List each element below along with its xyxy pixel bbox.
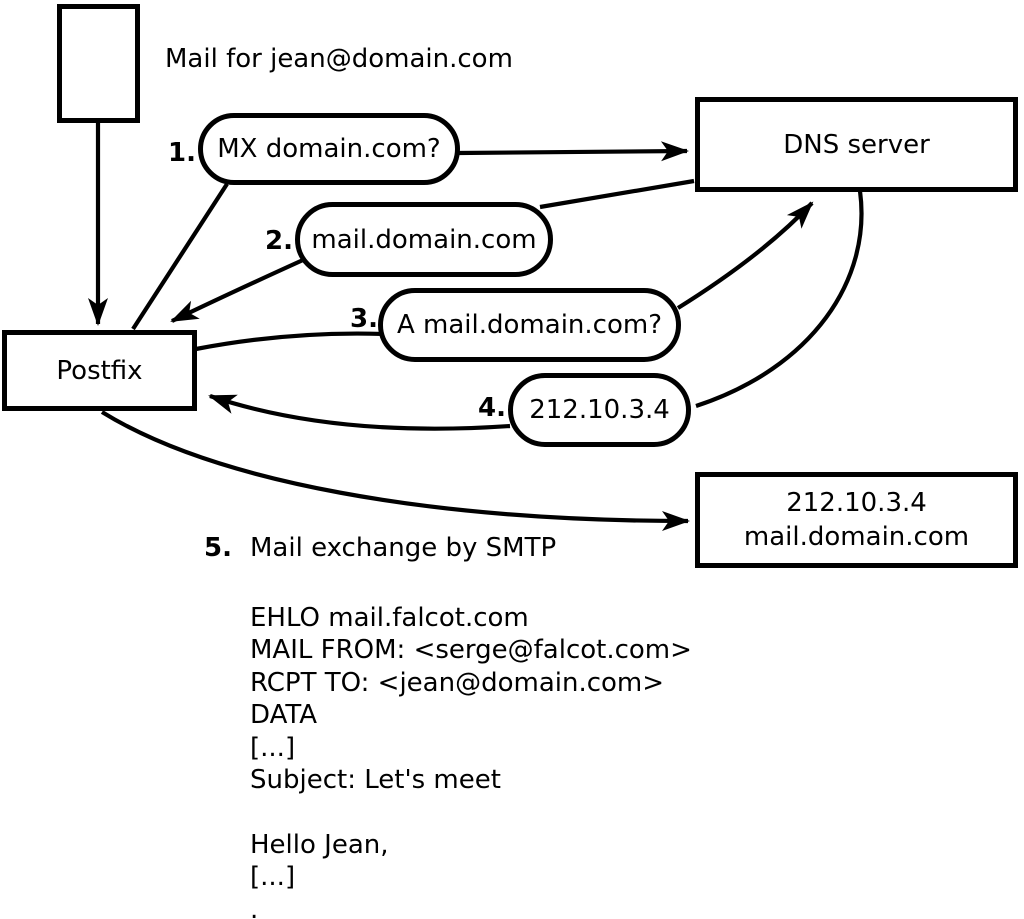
arrow-postfix-to-mailserver-smtp	[100, 410, 690, 531]
bubble-mx-query: MX domain.com?	[198, 113, 460, 185]
dns-server-node-label: DNS server	[783, 129, 930, 160]
mail-message-node	[57, 4, 140, 123]
arrow-mx-query-to-dns	[457, 141, 689, 162]
bubble-a-query: A mail.domain.com?	[378, 288, 681, 362]
mailserver-node: 212.10.3.4 mail.domain.com	[695, 472, 1018, 568]
postfix-node-label: Postfix	[56, 355, 143, 386]
postfix-node: Postfix	[2, 330, 197, 411]
connector-postfix-to-a-query	[195, 331, 385, 352]
step-3-number: 3.	[350, 304, 378, 334]
step-4-number: 4.	[478, 393, 506, 423]
connector-dns-to-mx-answer	[539, 178, 695, 210]
arrow-a-query-to-dns	[676, 201, 814, 310]
step-5-number: 5.	[204, 533, 232, 563]
arrow-a-answer-to-postfix	[208, 394, 511, 431]
mail-title-label: Mail for jean@domain.com	[165, 44, 513, 74]
step-5-label: Mail exchange by SMTP	[250, 533, 557, 563]
arrow-mx-answer-to-postfix	[170, 258, 304, 323]
mailserver-ip-label: 212.10.3.4	[786, 488, 927, 518]
dns-server-node: DNS server	[695, 97, 1018, 192]
connector-dns-to-a-answer	[695, 190, 864, 408]
connector-postfix-to-mx-query	[131, 182, 229, 331]
bubble-mx-answer-label: mail.domain.com	[311, 224, 537, 255]
step-2-number: 2.	[265, 226, 293, 256]
bubble-a-answer: 212.10.3.4	[508, 373, 691, 447]
bubble-mx-query-label: MX domain.com?	[217, 134, 441, 164]
bubble-a-query-label: A mail.domain.com?	[397, 310, 662, 340]
bubble-mx-answer: mail.domain.com	[295, 202, 553, 277]
mailserver-host-label: mail.domain.com	[743, 522, 970, 552]
bubble-a-answer-label: 212.10.3.4	[529, 395, 670, 425]
step-1-number: 1.	[168, 138, 196, 168]
smtp-transcript: EHLO mail.falcot.com MAIL FROM: <serge@f…	[250, 603, 692, 919]
